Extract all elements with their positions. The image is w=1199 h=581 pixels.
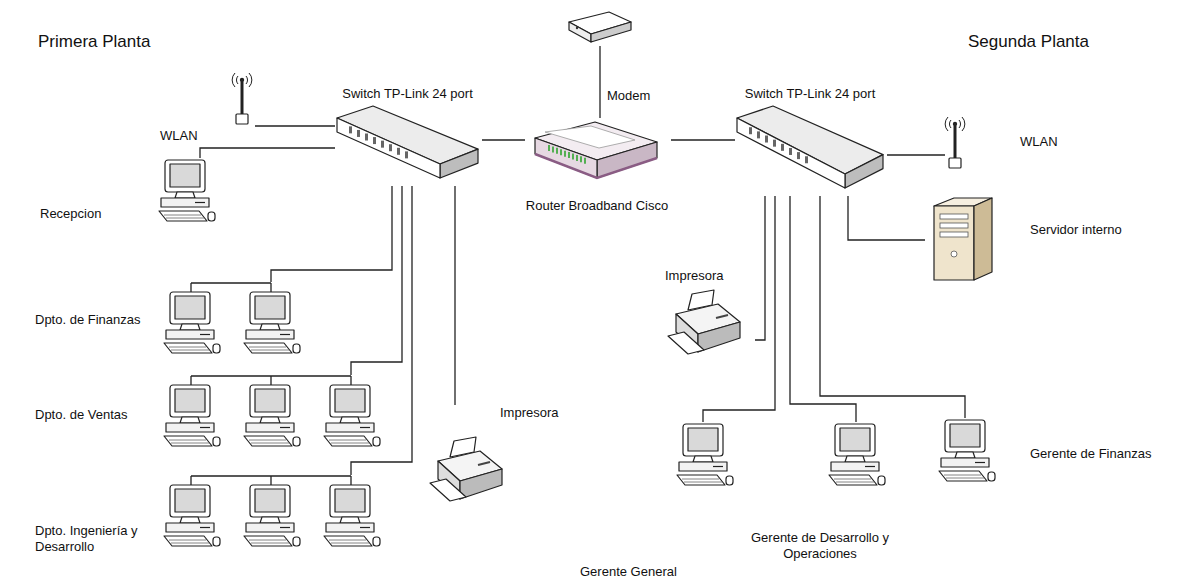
- device-label: Gerente de Finanzas: [1030, 446, 1151, 462]
- router-node: Router Broadband Cisco: [525, 118, 671, 218]
- network-cable: [454, 186, 455, 405]
- network-cable: [482, 139, 525, 140]
- device-label: Recepcion: [40, 206, 101, 222]
- modem-node: Modem: [565, 4, 653, 46]
- department-node: Dpto. de Finanzas: [30, 282, 315, 358]
- device-label: Router Broadband Cisco: [525, 198, 669, 214]
- device-label: Servidor interno: [1030, 222, 1122, 238]
- printer-node: Impresora: [430, 405, 570, 505]
- device-label: Dpto. Ingeniería y Desarrollo: [35, 523, 157, 555]
- device-label: WLAN: [160, 128, 198, 144]
- network-cable: [848, 196, 925, 240]
- department-node: Dpto. Ingeniería y Desarrollo: [30, 475, 390, 557]
- network-cable: [271, 186, 392, 282]
- device-label: Dpto. de Ventas: [35, 407, 128, 423]
- network-cable: [255, 125, 335, 126]
- network-cable: [599, 46, 600, 118]
- network-cable: [887, 154, 945, 155]
- pc-node: Gerente de Desarrollo y Operaciones: [745, 422, 897, 562]
- device-icon: [925, 192, 1160, 284]
- device-label: Switch TP-Link 24 port: [735, 86, 885, 102]
- department-node: Dpto. de Ventas: [30, 375, 390, 451]
- device-label: Modem: [607, 88, 650, 104]
- device-icon: [565, 4, 635, 46]
- device-label: Dpto. de Finanzas: [35, 312, 141, 328]
- device-icon: [578, 422, 738, 580]
- wlan-node: WLAN: [945, 112, 1070, 172]
- network-cable: [671, 139, 735, 140]
- floor-title: Segunda Planta: [968, 32, 1089, 52]
- device-label: Gerente General: [580, 564, 677, 580]
- device-label: WLAN: [1020, 134, 1058, 150]
- device-label: Impresora: [665, 268, 724, 284]
- network-cable: [351, 186, 402, 375]
- network-cable: [200, 148, 335, 158]
- floor-title: Primera Planta: [38, 32, 150, 52]
- printer-node: Impresora: [660, 268, 755, 360]
- pc-node: Gerente General: [578, 422, 738, 580]
- server-node: Servidor interno: [925, 192, 1160, 284]
- switch-node: Switch TP-Link 24 port: [335, 86, 482, 186]
- network-cable: [755, 196, 765, 340]
- device-label: Gerente de Desarrollo y Operaciones: [745, 530, 895, 562]
- device-label: Switch TP-Link 24 port: [335, 86, 480, 102]
- wlan-node: WLAN: [160, 68, 255, 146]
- pc-node: Gerente de Finanzas: [930, 418, 1170, 488]
- switch-node: Switch TP-Link 24 port: [735, 86, 887, 196]
- device-icon: [735, 86, 885, 196]
- pc-node: Recepcion: [35, 158, 220, 230]
- device-label: Impresora: [500, 405, 559, 421]
- network-cable: [790, 196, 856, 422]
